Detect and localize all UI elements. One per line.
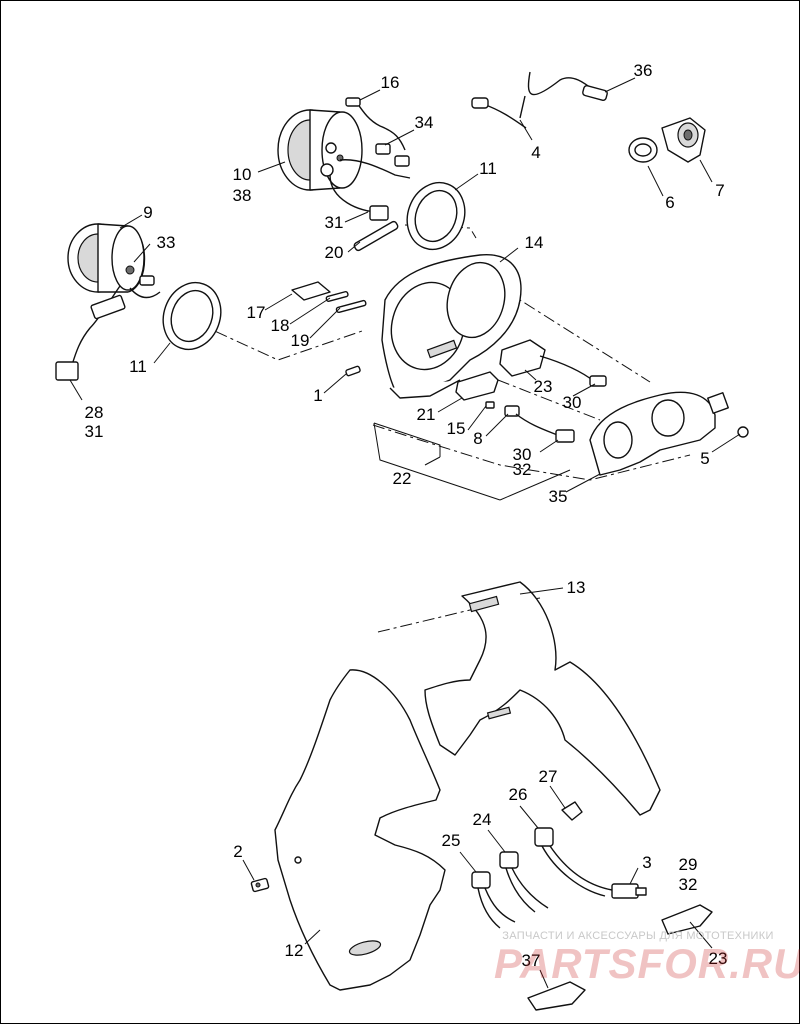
callout-17: 17 — [247, 303, 266, 322]
callout-31a: 31 — [325, 213, 344, 232]
callout-20: 20 — [325, 243, 344, 262]
callout-18: 18 — [271, 316, 290, 335]
switch-housing-37 — [527, 981, 586, 1011]
callout-4: 4 — [531, 143, 540, 162]
callout-22: 22 — [393, 469, 412, 488]
callout-28: 28 — [85, 403, 104, 422]
speedometer-cable — [471, 71, 608, 129]
cable-adapter — [661, 117, 706, 163]
callout-27: 27 — [539, 767, 558, 786]
callout-16: 16 — [381, 73, 400, 92]
callout-1: 1 — [313, 386, 322, 405]
callout-26: 26 — [509, 785, 528, 804]
callout-34: 34 — [415, 113, 434, 132]
callout-24: 24 — [473, 810, 492, 829]
washer — [628, 137, 658, 163]
callout-14: 14 — [525, 233, 544, 252]
leader-lines — [69, 77, 741, 989]
callout-15: 15 — [447, 419, 466, 438]
callout-38: 38 — [233, 186, 252, 205]
switch-harness-connector — [611, 883, 647, 899]
switch-24 — [499, 851, 549, 913]
watermark-logo: PARTSFOR.RU — [494, 940, 800, 987]
callout-23b: 23 — [709, 949, 728, 968]
callout-37: 37 — [522, 951, 541, 970]
watermark-tagline: ЗАПЧАСТИ И АКСЕССУАРЫ ДЛЯ МОТОТЕХНИКИ — [502, 930, 774, 942]
callout-19: 19 — [291, 331, 310, 350]
callout-8: 8 — [473, 429, 482, 448]
callout-12: 12 — [285, 941, 304, 960]
lower-panel-right — [424, 581, 661, 816]
callout-10: 10 — [233, 165, 252, 184]
callout-30b: 30 — [513, 445, 532, 464]
indicator-bulb-harness — [485, 401, 575, 443]
callout-36: 36 — [634, 61, 653, 80]
speedometer-gauge — [277, 97, 411, 221]
callout-9: 9 — [143, 203, 152, 222]
light-pipe-rod — [353, 220, 399, 252]
callout-2: 2 — [233, 842, 242, 861]
connector-housing-lower — [455, 371, 499, 401]
gauge-housing — [381, 254, 522, 399]
screw-2 — [250, 877, 270, 893]
callout-3: 3 — [642, 853, 651, 872]
switch-26 — [534, 827, 613, 897]
lower-panel-left — [274, 669, 446, 991]
callout-31b: 31 — [85, 422, 104, 441]
callout-13: 13 — [567, 578, 586, 597]
connector-housing-upper — [499, 339, 607, 387]
callout-32b: 32 — [679, 875, 698, 894]
trim-ring-left — [162, 281, 222, 351]
callout-32a: 32 — [513, 460, 532, 479]
switch-cap-27 — [561, 801, 583, 821]
callout-labels: 16 36 34 4 10 38 11 6 7 9 33 31 20 14 17… — [85, 61, 728, 970]
group-bracket-22 — [373, 422, 571, 501]
mounting-bracket — [589, 391, 729, 476]
callout-11b: 11 — [129, 357, 147, 376]
callout-23a: 23 — [534, 377, 553, 396]
clips-and-pins — [291, 281, 367, 314]
callout-21: 21 — [417, 405, 436, 424]
callout-29: 29 — [679, 855, 698, 874]
callout-25: 25 — [442, 831, 461, 850]
callout-7: 7 — [715, 181, 724, 200]
switch-housing-23 — [661, 904, 713, 935]
callout-6: 6 — [665, 193, 674, 212]
callout-35: 35 — [549, 487, 568, 506]
tachometer-gauge — [55, 223, 161, 381]
callout-30a: 30 — [563, 393, 582, 412]
nut-5 — [737, 426, 749, 438]
callout-33: 33 — [157, 233, 176, 252]
screw-1 — [345, 365, 361, 377]
callout-11a: 11 — [479, 159, 497, 178]
trim-ring-upper — [406, 181, 466, 251]
callout-5: 5 — [700, 449, 709, 468]
switch-25 — [471, 871, 516, 929]
